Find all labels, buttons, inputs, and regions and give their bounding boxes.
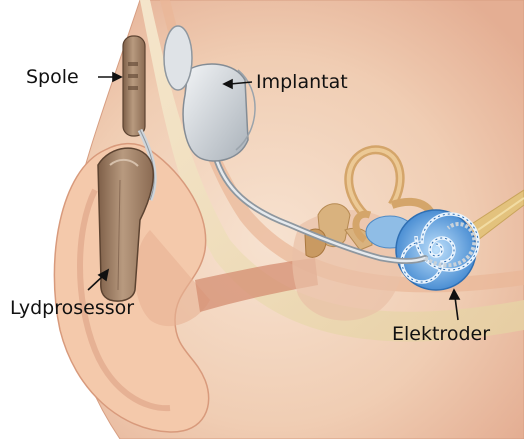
implant-label: Implantat xyxy=(256,73,348,92)
implant-magnet xyxy=(164,26,192,90)
electrodes-label: Elektroder xyxy=(392,325,490,344)
coil-label: Spole xyxy=(26,68,79,87)
implant-receiver xyxy=(183,64,248,161)
processor-label: Lydprosessor xyxy=(10,299,134,318)
